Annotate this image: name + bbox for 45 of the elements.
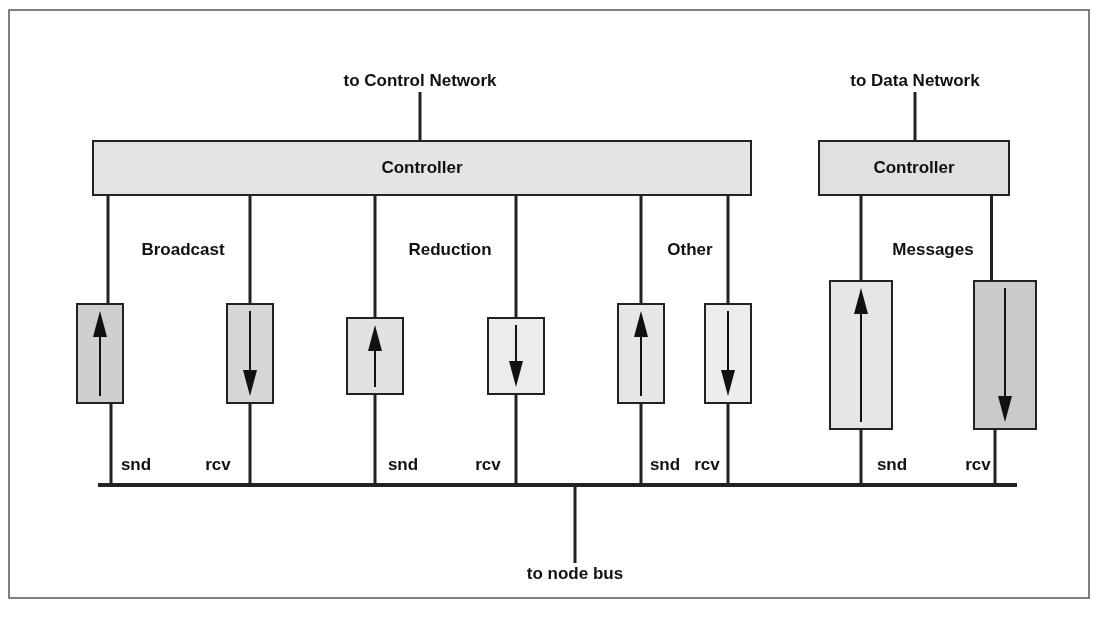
buffer-box — [346, 317, 404, 395]
connector-line — [418, 92, 422, 140]
channel-label: Reduction — [408, 240, 492, 260]
port-label: snd — [876, 455, 908, 475]
connector-line — [726, 196, 730, 303]
buffer-box — [617, 303, 665, 404]
connector-line — [248, 196, 252, 303]
connector-line — [514, 395, 518, 483]
buffer-box — [226, 303, 274, 404]
channel-label: Broadcast — [141, 240, 225, 260]
bus-bar — [98, 483, 1017, 487]
connector-line — [913, 92, 917, 140]
node-label: to node bus — [500, 563, 650, 585]
port-label: snd — [120, 455, 152, 475]
connector-line — [573, 487, 577, 563]
controller-box: Controller — [818, 140, 1010, 196]
connector-line — [106, 196, 110, 303]
connector-line — [859, 196, 863, 280]
port-label: snd — [387, 455, 419, 475]
connector-line — [639, 404, 643, 483]
connector-line — [993, 430, 997, 483]
port-label: rcv — [475, 455, 501, 475]
node-label: to Data Network — [835, 70, 995, 92]
port-label: rcv — [694, 455, 720, 475]
connector-line — [373, 196, 377, 317]
channel-label: Other — [667, 240, 713, 260]
connector-line — [726, 404, 730, 483]
connector-line — [248, 404, 252, 483]
connector-line — [859, 430, 863, 483]
buffer-box — [76, 303, 124, 404]
port-label: rcv — [965, 455, 991, 475]
port-label: snd — [649, 455, 681, 475]
channel-label: Messages — [892, 240, 974, 260]
node-label: to Control Network — [320, 70, 520, 92]
buffer-box — [829, 280, 893, 430]
connector-line — [514, 196, 518, 317]
controller-box: Controller — [92, 140, 752, 196]
buffer-box — [973, 280, 1037, 430]
buffer-box — [487, 317, 545, 395]
buffer-box — [704, 303, 752, 404]
port-label: rcv — [205, 455, 231, 475]
connector-line — [109, 404, 113, 483]
connector-line — [373, 395, 377, 483]
connector-line — [990, 196, 993, 280]
connector-line — [639, 196, 643, 303]
